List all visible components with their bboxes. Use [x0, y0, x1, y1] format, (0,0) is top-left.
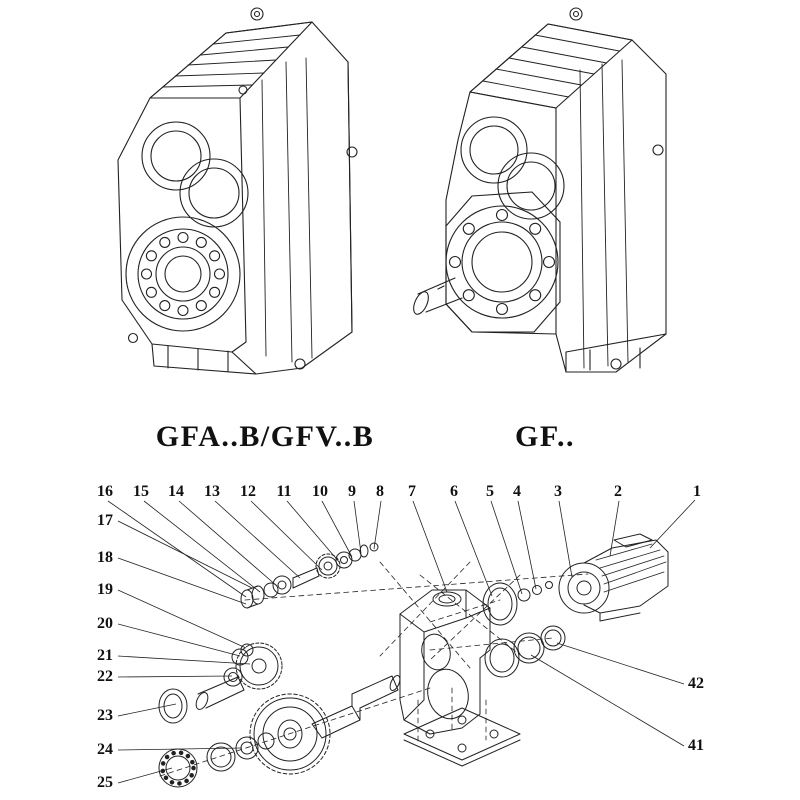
left-input-bore-2: [179, 158, 249, 228]
model-label-gfab-gfvb: GFA..B/GFV..B: [155, 420, 375, 453]
callout-14: 14: [168, 483, 184, 500]
callout-12: 12: [240, 483, 256, 500]
callout-1: 1: [693, 483, 701, 500]
retaining-rings: [484, 625, 566, 678]
callout-17: 17: [97, 512, 113, 529]
callout-24: 24: [97, 741, 113, 758]
left-feet: [151, 343, 257, 375]
motor: [558, 533, 669, 622]
exploded-view-drawing: [158, 533, 669, 788]
base-plate: [403, 707, 521, 767]
right-output-flange: [445, 205, 559, 319]
model-label-gf: GF..: [515, 420, 575, 453]
left-bolt-heads: [127, 7, 358, 370]
left-body-outline: [117, 21, 353, 375]
callout-8: 8: [376, 483, 384, 500]
gearbox-right-drawing: [413, 7, 667, 373]
right-feet: [565, 333, 667, 373]
callout-21: 21: [97, 647, 113, 664]
left-face-edges: [149, 61, 353, 353]
right-roof-ribs: [482, 34, 620, 98]
input-gasket-and-plugs: [482, 581, 553, 626]
callout-5: 5: [486, 483, 494, 500]
assembly-axis-lines: [159, 561, 589, 777]
callout-42: 42: [688, 675, 704, 692]
callout-2: 2: [614, 483, 622, 500]
gearbox-left-drawing: [117, 7, 358, 375]
upper-shaft-parts: [240, 542, 379, 609]
right-panel-straps: [579, 59, 629, 369]
left-output-bearing: [125, 216, 241, 332]
housing: [399, 589, 491, 735]
callout-19: 19: [97, 581, 113, 598]
lower-bearing-set: [158, 732, 275, 788]
oil-seal: [158, 688, 188, 724]
callout-11: 11: [276, 483, 292, 500]
callout-10: 10: [312, 483, 328, 500]
right-bolt-heads: [569, 7, 664, 370]
right-flange-plate: [445, 191, 561, 333]
output-shaft: [311, 675, 401, 739]
left-roof-ribs: [162, 34, 301, 88]
callout-22: 22: [97, 668, 113, 685]
callout-16: 16: [97, 483, 113, 500]
callout-15: 15: [133, 483, 149, 500]
callout-25: 25: [97, 774, 113, 791]
callout-18: 18: [97, 549, 113, 566]
right-input-bore-2: [497, 152, 565, 220]
right-output-shaft: [413, 277, 463, 315]
intermediate-gear-cluster: [195, 642, 283, 710]
callout-13: 13: [204, 483, 220, 500]
callout-leader-lines: [107, 499, 696, 784]
callout-7: 7: [408, 483, 416, 500]
callout-6: 6: [450, 483, 458, 500]
callout-3: 3: [554, 483, 562, 500]
callout-4: 4: [513, 483, 521, 500]
right-face-edges: [469, 91, 557, 335]
left-input-bore-1: [141, 121, 211, 191]
left-panel-straps: [261, 57, 313, 363]
callout-41: 41: [688, 737, 704, 754]
callout-23: 23: [97, 707, 113, 724]
callout-20: 20: [97, 615, 113, 632]
callout-9: 9: [348, 483, 356, 500]
right-input-bore-1: [460, 116, 528, 184]
